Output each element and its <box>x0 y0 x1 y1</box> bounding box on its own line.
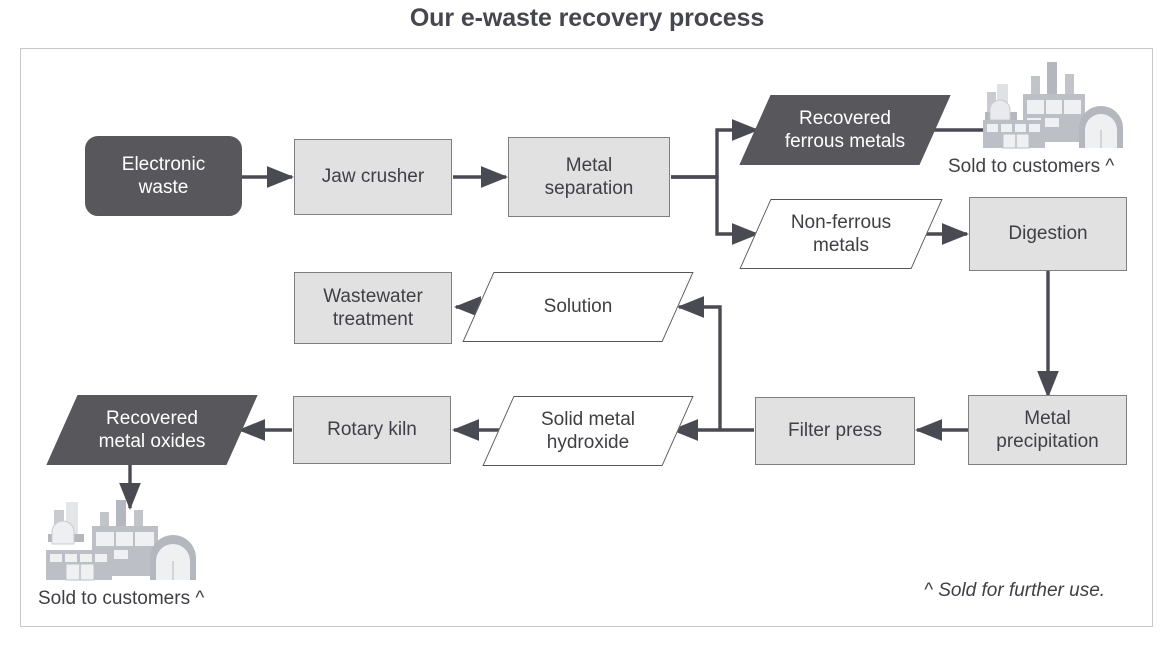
node-recovered-ferrous-metals[interactable]: Recovered ferrous metals <box>739 95 951 165</box>
node-jaw-crusher-label: Jaw crusher <box>321 166 425 188</box>
node-rotary-kiln-label: Rotary kiln <box>327 419 417 441</box>
parallelogram-shape <box>46 395 258 465</box>
node-metal-precipitation[interactable]: Metal precipitation <box>968 395 1127 465</box>
node-digestion-label: Digestion <box>1008 223 1088 245</box>
node-jaw-crusher[interactable]: Jaw crusher <box>294 139 452 215</box>
parallelogram-shape <box>482 396 694 466</box>
factory-icon <box>38 498 198 584</box>
node-metal-precipitation-label: Metal precipitation <box>996 407 1099 452</box>
node-solid-metal-hydroxide[interactable]: Solid metal hydroxide <box>482 396 694 466</box>
node-metal-separation-label: Metal separation <box>544 154 634 199</box>
page-title: Our e-waste recovery process <box>409 4 765 32</box>
node-filter-press[interactable]: Filter press <box>755 397 915 465</box>
node-wastewater-treatment-label: Wastewater treatment <box>323 285 423 330</box>
factory-icon <box>975 58 1125 156</box>
caption-sold-to-customers-top: Sold to customers ^ <box>948 156 1115 177</box>
parallelogram-shape <box>739 199 943 269</box>
node-electronic-waste-label: Electronic waste <box>121 153 206 198</box>
node-rotary-kiln[interactable]: Rotary kiln <box>293 396 451 464</box>
node-non-ferrous-metals[interactable]: Non-ferrous metals <box>739 199 943 269</box>
parallelogram-shape <box>739 95 951 165</box>
node-recovered-metal-oxides[interactable]: Recovered metal oxides <box>46 395 258 465</box>
node-metal-separation[interactable]: Metal separation <box>508 137 670 217</box>
footnote: ^ Sold for further use. <box>924 580 1106 601</box>
node-digestion[interactable]: Digestion <box>969 197 1127 271</box>
caption-sold-to-customers-bottom: Sold to customers ^ <box>38 588 205 609</box>
node-wastewater-treatment[interactable]: Wastewater treatment <box>294 272 452 344</box>
node-solution[interactable]: Solution <box>462 272 694 342</box>
node-electronic-waste[interactable]: Electronic waste <box>85 136 242 216</box>
node-filter-press-label: Filter press <box>788 420 882 442</box>
parallelogram-shape <box>462 272 694 342</box>
